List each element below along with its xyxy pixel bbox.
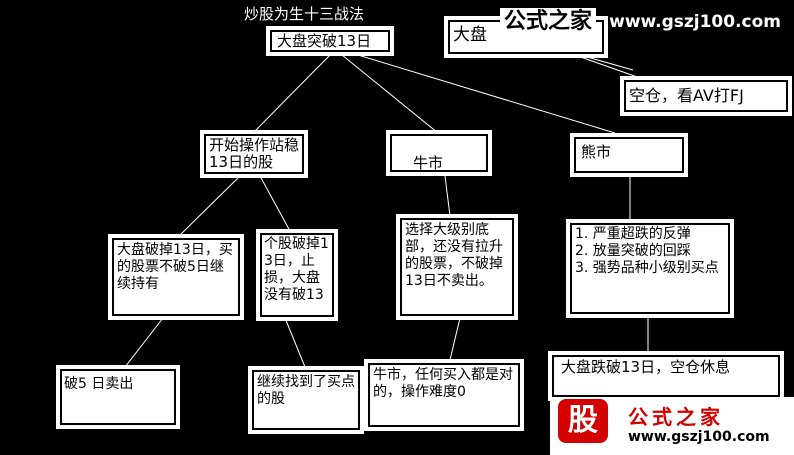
watermark-seal-char: 股: [568, 403, 598, 438]
watermark-bottom: 股 公式之家 www.gszj100.com: [550, 397, 794, 455]
node-bear-market: 熊市: [570, 133, 688, 177]
connector-root-bear: [357, 54, 616, 134]
node-side-note: 空仓，看AV打FJ: [620, 76, 792, 116]
node-bear-strategy: 1. 严重超跌的反弹 2. 放量突破的回踩 3. 强势品种小级别买点: [566, 219, 734, 318]
node-root: 大盘突破13日: [266, 26, 394, 56]
watermark-bottom-brand: 公式之家: [628, 405, 724, 429]
diagram-title: 炒股为生十三战法: [244, 5, 365, 23]
node-bull-any: 牛市，任何买入都是对的，操作难度0: [364, 359, 524, 431]
node-rest: 大盘跌破13日，空仓休息: [548, 351, 784, 401]
node-sell5: 破5 日卖出: [56, 365, 180, 429]
connector-root-bull: [341, 54, 439, 134]
watermark-top: 公式之家 www.gszj100.com: [500, 8, 781, 36]
node-start-operation: 开始操作站稳13日的股: [200, 130, 308, 178]
watermark-top-url: www.gszj100.com: [609, 12, 782, 32]
connector-corner-note: [574, 54, 641, 79]
watermark-stock-seal: 股: [558, 399, 608, 443]
connector-stoploss-find: [284, 317, 306, 368]
connector-start-hold: [177, 175, 241, 238]
connector-bull-select: [444, 175, 451, 217]
watermark-top-brand: 公式之家: [500, 8, 597, 36]
node-bull-market: 牛市: [386, 130, 492, 176]
connector-root-start: [252, 54, 331, 134]
connector-select-bull-any: [449, 317, 461, 361]
watermark-bottom-url: www.gszj100.com: [628, 429, 770, 445]
node-hold: 大盘破掉13日，买的股票不破5日继续持有: [108, 234, 244, 320]
connector-hold-sell5: [124, 317, 164, 368]
node-bull-select: 选择大级别底部，还没有拉升的股票，不破掉13日不卖出。: [396, 214, 518, 320]
node-stoploss: 个股破掉13日，止损，大盘没有破13: [256, 229, 338, 321]
node-find-buy: 继续找到了买点的股: [248, 366, 364, 434]
connector-start-stoploss: [259, 175, 291, 232]
